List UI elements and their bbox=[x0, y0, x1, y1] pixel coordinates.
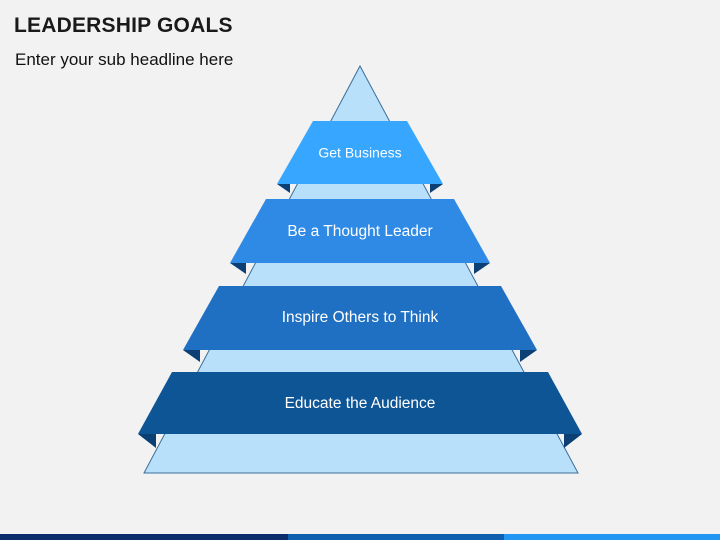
level-2-band bbox=[230, 199, 490, 263]
pyramid-level-4: Educate the Audience bbox=[138, 372, 582, 448]
pyramid-body bbox=[143, 64, 579, 474]
level-4-fold-left bbox=[138, 434, 156, 448]
level-2-label: Be a Thought Leader bbox=[287, 223, 432, 240]
level-3-band bbox=[183, 286, 537, 350]
footer-segment-3 bbox=[504, 534, 720, 540]
level-1-fold-right bbox=[430, 184, 443, 193]
level-4-band bbox=[138, 372, 582, 434]
footer-segment-1 bbox=[0, 534, 288, 540]
level-3-label: Inspire Others to Think bbox=[282, 309, 439, 326]
slide-subtitle: Enter your sub headline here bbox=[15, 50, 234, 69]
pyramid-level-3: Inspire Others to Think bbox=[183, 286, 537, 362]
level-3-fold-right bbox=[520, 350, 537, 362]
level-4-label: Educate the Audience bbox=[285, 395, 436, 412]
level-2-fold-left bbox=[230, 263, 246, 274]
footer-color-bar bbox=[0, 534, 720, 540]
pyramid-level-2: Be a Thought Leader bbox=[230, 199, 490, 274]
slide-title: LEADERSHIP GOALS bbox=[14, 14, 233, 37]
level-2-fold-right bbox=[474, 263, 490, 274]
pyramid-level-1: Get Business bbox=[277, 121, 443, 193]
footer-segment-2 bbox=[288, 534, 504, 540]
level-4-fold-right bbox=[564, 434, 582, 448]
level-1-band bbox=[277, 121, 443, 184]
level-1-fold-left bbox=[277, 184, 290, 193]
level-1-label: Get Business bbox=[318, 145, 401, 161]
level-3-fold-left bbox=[183, 350, 200, 362]
